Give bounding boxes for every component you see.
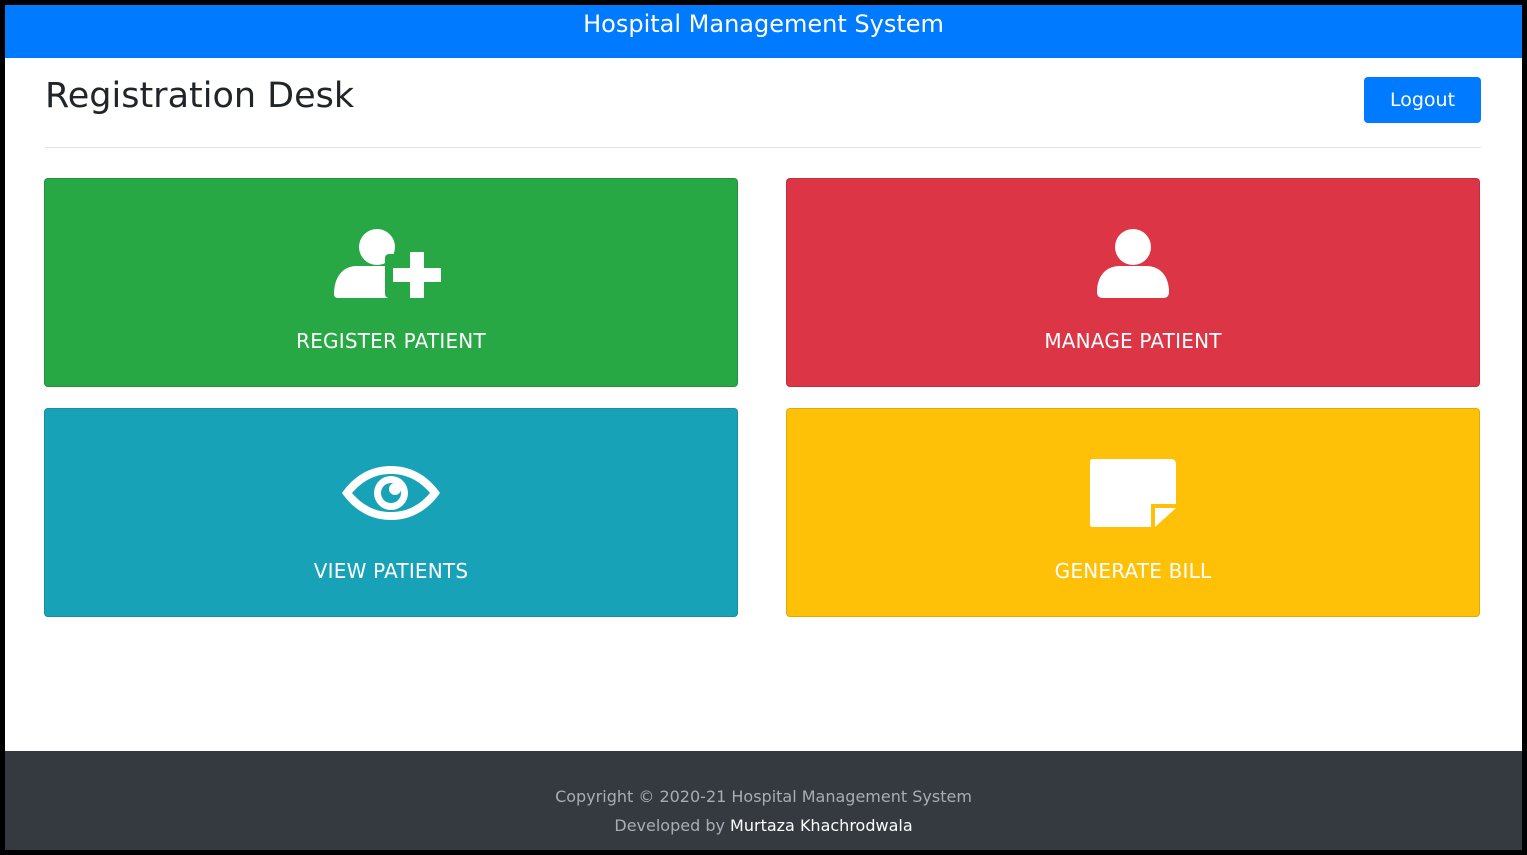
copyright-text: Copyright © 2020-21 Hospital Management … [555, 787, 972, 806]
header-divider [45, 147, 1481, 148]
register-patient-tile[interactable]: REGISTER PATIENT [44, 178, 738, 387]
app-title: Hospital Management System [583, 9, 944, 38]
generate-bill-label: GENERATE BILL [1054, 559, 1212, 583]
view-patients-label: VIEW PATIENTS [313, 559, 469, 583]
register-patient-label: REGISTER PATIENT [296, 329, 486, 353]
view-patients-tile[interactable]: VIEW PATIENTS [44, 408, 738, 617]
user-icon [787, 223, 1479, 303]
sticky-note-icon [787, 453, 1479, 533]
developed-by-prefix: Developed by [614, 816, 725, 835]
manage-patient-tile[interactable]: MANAGE PATIENT [786, 178, 1480, 387]
logout-button[interactable]: Logout [1364, 77, 1481, 123]
developer-credit: Developed by Murtaza Khachrodwala [5, 818, 1522, 834]
add-user-icon [45, 223, 737, 303]
footer: Copyright © 2020-21 Hospital Management … [5, 751, 1522, 850]
developer-name: Murtaza Khachrodwala [730, 816, 913, 835]
manage-patient-label: MANAGE PATIENT [1044, 329, 1222, 353]
page-title: Registration Desk [45, 76, 355, 116]
app-frame: Hospital Management System Registration … [5, 5, 1522, 850]
eye-icon [45, 453, 737, 533]
generate-bill-tile[interactable]: GENERATE BILL [786, 408, 1480, 617]
top-navbar: Hospital Management System [5, 5, 1522, 58]
